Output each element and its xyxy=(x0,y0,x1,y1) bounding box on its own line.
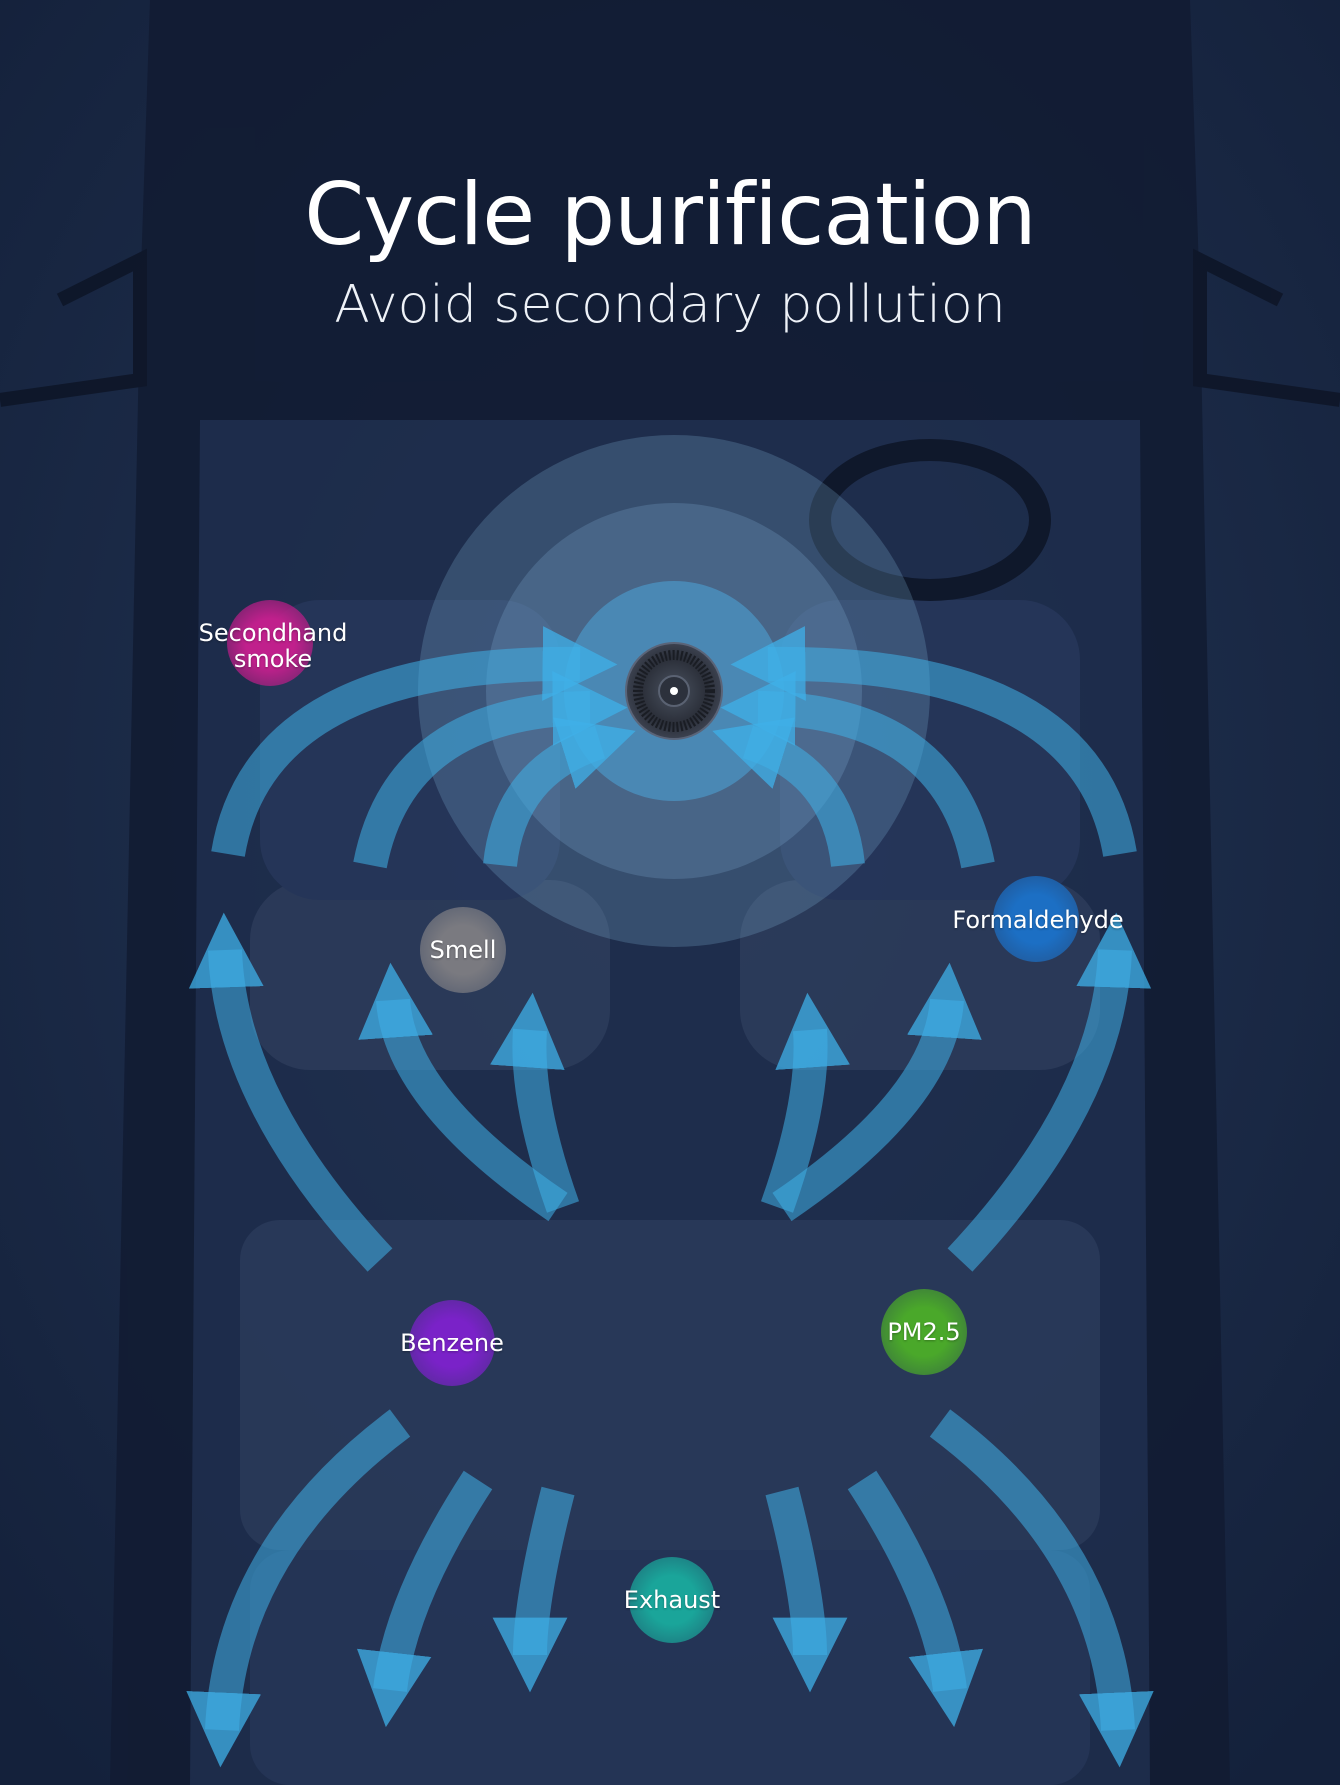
benzene-bubble xyxy=(409,1300,495,1386)
airflow-arrow xyxy=(358,962,568,1222)
smell-bubble xyxy=(420,907,506,993)
airflow-arrow xyxy=(186,1409,411,1768)
airflow-arrow xyxy=(730,626,1137,858)
airflow-arrows xyxy=(186,626,1154,1768)
pm25-label: PM2.5 xyxy=(887,1318,961,1346)
pm25-bubble xyxy=(881,1289,967,1375)
airflow-arrow xyxy=(483,717,636,868)
airflow-arrow xyxy=(492,1486,575,1693)
airflow-arrow xyxy=(356,1470,493,1728)
airflow-arrow xyxy=(847,1470,984,1728)
secondhand-smoke-label: Secondhand smoke xyxy=(198,619,348,673)
air-purifier-device xyxy=(625,642,723,740)
page-title: Cycle purification xyxy=(304,165,1037,265)
formaldehyde-bubble xyxy=(993,876,1079,962)
formaldehyde-label: Formaldehyde xyxy=(952,906,1124,934)
exhaust-bubble xyxy=(629,1557,715,1643)
airflow-arrow xyxy=(712,717,865,868)
secondhand-smoke-bubble xyxy=(227,600,313,686)
airflow-arrow xyxy=(929,1409,1154,1768)
airflow-arrow xyxy=(765,1486,848,1693)
airflow-arrow xyxy=(490,992,580,1213)
benzene-label: Benzene xyxy=(400,1329,504,1357)
airflow-arrow xyxy=(353,671,628,869)
smell-label: Smell xyxy=(429,936,497,964)
airflow-arrow xyxy=(188,912,393,1272)
airflow-arrow xyxy=(211,626,618,858)
airflow-arrow xyxy=(760,992,850,1213)
exhaust-label: Exhaust xyxy=(623,1586,721,1614)
airflow-arrow xyxy=(720,671,995,869)
airflow-arrow xyxy=(947,912,1152,1272)
airflow-arrow xyxy=(772,962,982,1222)
page-subtitle: Avoid secondary pollution xyxy=(334,275,1006,335)
